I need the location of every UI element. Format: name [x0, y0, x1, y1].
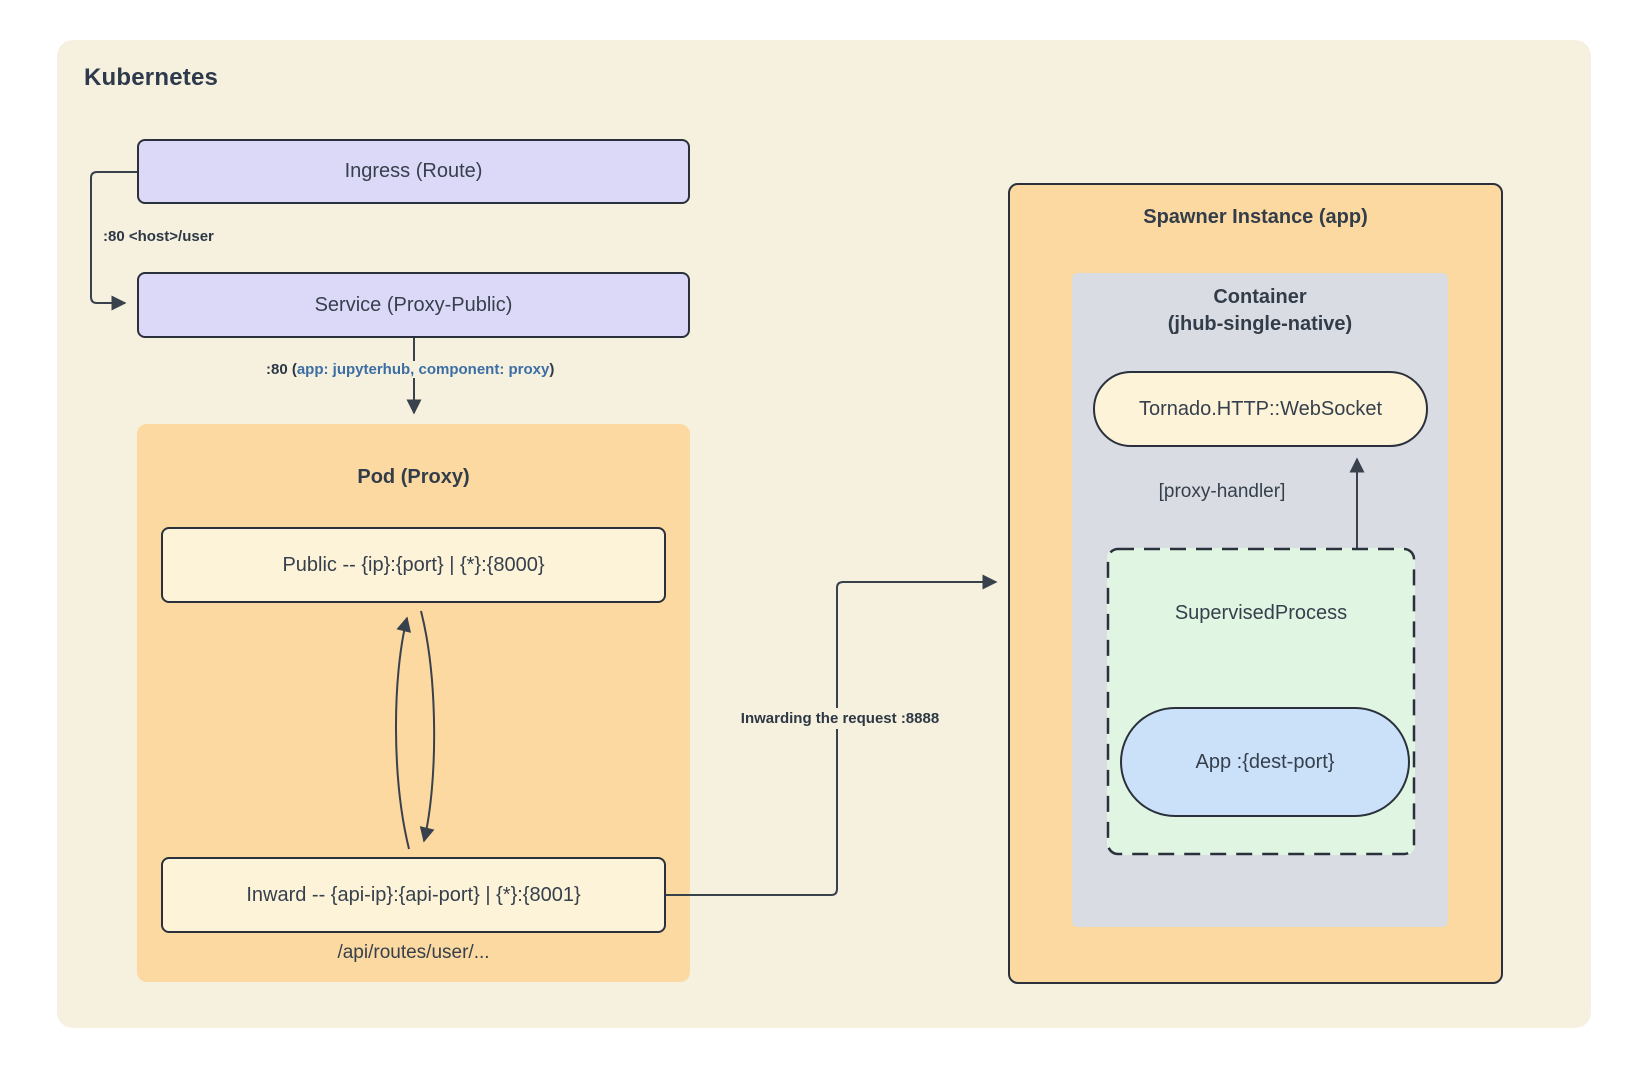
api-routes-note: /api/routes/user/... [337, 942, 490, 963]
service-node: Service (Proxy-Public) [137, 272, 690, 338]
inward-endpoint-node: Inward -- {api-ip}:{api-port} | {*}:{800… [161, 857, 666, 933]
tornado-websocket-label: Tornado.HTTP::WebSocket [1138, 397, 1383, 420]
proxy-handler-label: [proxy-handler] [1158, 481, 1286, 502]
kubernetes-title: Kubernetes [84, 64, 219, 91]
service-node-label: Service (Proxy-Public) [314, 293, 513, 316]
app-dest-port-node: App :{dest-port} [1120, 707, 1410, 817]
pod-proxy-title: Pod (Proxy) [357, 466, 470, 488]
port-80-host-user-label: :80 <host>/user [103, 228, 214, 245]
supervised-process-label: SupervisedProcess [1174, 602, 1348, 624]
ingress-node-label: Ingress (Route) [344, 160, 483, 182]
public-endpoint-label: Public -- {ip}:{port} | {*}:{8000} [282, 553, 545, 576]
selector-label-selector: app: jupyterhub, component: proxy [296, 361, 550, 378]
selector-label-suffix: ) [549, 361, 555, 378]
inwarding-request-label: Inwarding the request :8888 [722, 708, 958, 729]
port-80-selector-label: :80 (app: jupyterhub, component: proxy) [263, 361, 558, 378]
ingress-node: Ingress (Route) [137, 139, 690, 204]
container-title-line1: Container [1213, 286, 1307, 308]
public-endpoint-node: Public -- {ip}:{port} | {*}:{8000} [161, 527, 666, 603]
app-dest-port-label: App :{dest-port} [1195, 750, 1335, 773]
inward-endpoint-label: Inward -- {api-ip}:{api-port} | {*}:{800… [246, 883, 581, 906]
selector-label-prefix: :80 ( [266, 361, 297, 378]
container-title-line2: (jhub-single-native) [1167, 313, 1353, 335]
tornado-websocket-node: Tornado.HTTP::WebSocket [1093, 371, 1428, 447]
spawner-instance-title: Spawner Instance (app) [1143, 206, 1368, 228]
container-title: Container (jhub-single-native) [1072, 284, 1448, 338]
